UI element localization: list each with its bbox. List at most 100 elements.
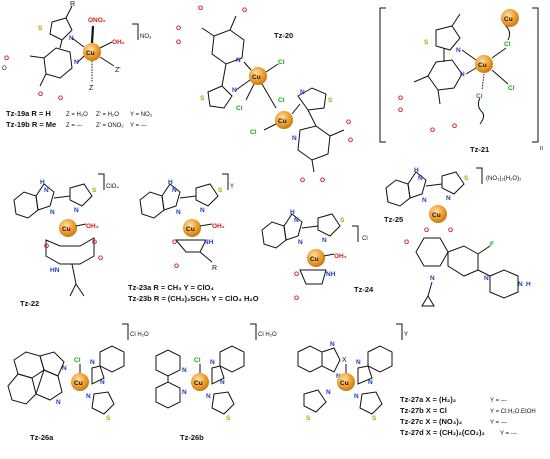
nh-h: H	[290, 209, 295, 216]
tz19a-z: Z = H₂O	[66, 112, 88, 118]
atom-s: S	[306, 415, 311, 422]
ester-o: O	[430, 127, 435, 134]
label-tz22: Tz-22	[20, 299, 39, 308]
atom-o: O	[174, 263, 179, 270]
label-tz23b: Tz-23b R = (CH₂)₂SCH₃ Y = ClO₄ H₂O	[128, 294, 259, 303]
atom-n: N	[356, 359, 361, 366]
atom-x: X	[342, 357, 347, 364]
atom-n: N	[100, 379, 105, 386]
compound-tz26b: N N Cu Cl N N S N Cl H₂O Tz-26b	[155, 323, 277, 442]
cu-center	[59, 219, 77, 237]
atom-o: O	[294, 271, 299, 278]
atom-n: N	[322, 237, 327, 244]
tz19b-z: Z = ---	[66, 123, 83, 129]
atom-s: S	[38, 25, 43, 32]
cu-center	[275, 111, 293, 129]
tz19b-zp: Z' = ONO₂	[96, 123, 124, 129]
atom-cu: Cu	[340, 380, 349, 387]
atom-n: N	[206, 393, 211, 400]
label-tz27d: Tz-27d X = (CH₂)₂(CO₂)₂	[400, 428, 485, 437]
tz19a-zp: Z' = H₂O	[96, 112, 119, 118]
ester-o: O	[4, 55, 9, 62]
ester-o: O	[452, 123, 457, 130]
atom-n: N	[518, 281, 523, 288]
atom-cl: Cl	[508, 85, 515, 92]
label-tz19b: Tz-19b R = Me	[6, 120, 56, 129]
compound-tz26a: N N Cu Cl N N S N Cl H₂O Tz-26a	[7, 323, 149, 442]
atom-cu: Cu	[278, 118, 287, 125]
tz27b-y: Y = Cl.H₂O.EtOH	[490, 409, 536, 415]
tz27a-y: Y = ---	[490, 398, 507, 404]
cu-center	[307, 249, 325, 267]
atom-n: N	[354, 393, 359, 400]
cu-center	[429, 205, 447, 223]
ester-o: O	[176, 25, 181, 32]
ester-o: O	[198, 5, 203, 12]
atom-n: N	[484, 275, 489, 282]
atom-o: O	[172, 239, 177, 246]
atom-s: S	[218, 187, 223, 194]
counterion-tz22: ClO₄	[106, 184, 119, 190]
cu-center	[475, 55, 493, 73]
atom-zp: Z'	[115, 67, 121, 74]
tz27c-y: Y = ---	[490, 420, 507, 426]
cu-center	[183, 219, 201, 237]
atom-n: N	[294, 217, 299, 224]
atom-cu: Cu	[74, 380, 83, 387]
atom-n: N	[182, 389, 187, 396]
ester-o: O	[300, 177, 305, 184]
ester-o: O	[320, 177, 325, 184]
atom-s: S	[92, 187, 97, 194]
atom-n: N	[446, 195, 451, 202]
atom-n: N	[50, 209, 55, 216]
cu-center	[337, 373, 355, 391]
atom-o: O	[424, 227, 429, 234]
atom-n: N	[210, 359, 215, 366]
compound-tz25: H N N S N Cu O O O F N N N H (NO₃)₂(H₂O)…	[384, 167, 531, 307]
atom-n: N	[62, 365, 67, 372]
cu-center	[83, 43, 101, 61]
atom-s: S	[340, 217, 345, 224]
atom-cu: Cu	[504, 16, 513, 23]
atom-cl: Cl	[236, 105, 243, 112]
atom-cl: Cl	[250, 129, 257, 136]
atom-cu: Cu	[194, 380, 203, 387]
atom-n: N	[430, 275, 435, 282]
atom-z: Z	[89, 85, 94, 92]
cu-center	[249, 67, 267, 85]
ester-o: O	[398, 95, 403, 102]
cu-center	[71, 373, 89, 391]
atom-cu: Cu	[186, 226, 195, 233]
atom-o: O	[44, 243, 49, 250]
compound-tz27: N N S N Cu X N N S N Y Tz-27a X = (H₂)₂ …	[297, 323, 536, 437]
atom-nh: HN	[50, 267, 60, 274]
label-tz21: Tz-21	[470, 145, 489, 154]
counterion-tz24: Cl	[362, 236, 368, 242]
tz27d-y: Y = ---	[500, 431, 517, 437]
atom-f: F	[490, 241, 494, 248]
atom-s: S	[226, 415, 231, 422]
water-ligand: OH₂	[334, 253, 347, 260]
atom-cl: Cl	[74, 357, 81, 364]
atom-n: N	[418, 175, 423, 182]
water-ligand: OH₂	[212, 223, 225, 230]
atom-r: R	[70, 1, 75, 8]
atom-cu: Cu	[478, 62, 487, 69]
atom-o: O	[448, 227, 453, 234]
atom-s: S	[106, 415, 111, 422]
atom-n: N	[336, 373, 341, 380]
atom-nh: NH	[326, 271, 336, 278]
nh-h: H	[168, 179, 173, 186]
atom-n: N	[200, 207, 205, 214]
label-tz20: Tz-20	[274, 31, 293, 40]
atom-cu: Cu	[432, 212, 441, 219]
nh-h: H	[526, 281, 531, 288]
atom-n: N	[74, 59, 79, 66]
atom-n: N	[232, 87, 237, 94]
ester-o: O	[58, 95, 63, 102]
label-tz19a: Tz-19a R = H	[6, 109, 51, 118]
atom-cl: Cl	[476, 93, 483, 100]
atom-o: O	[98, 255, 103, 262]
atom-s: S	[200, 95, 205, 102]
